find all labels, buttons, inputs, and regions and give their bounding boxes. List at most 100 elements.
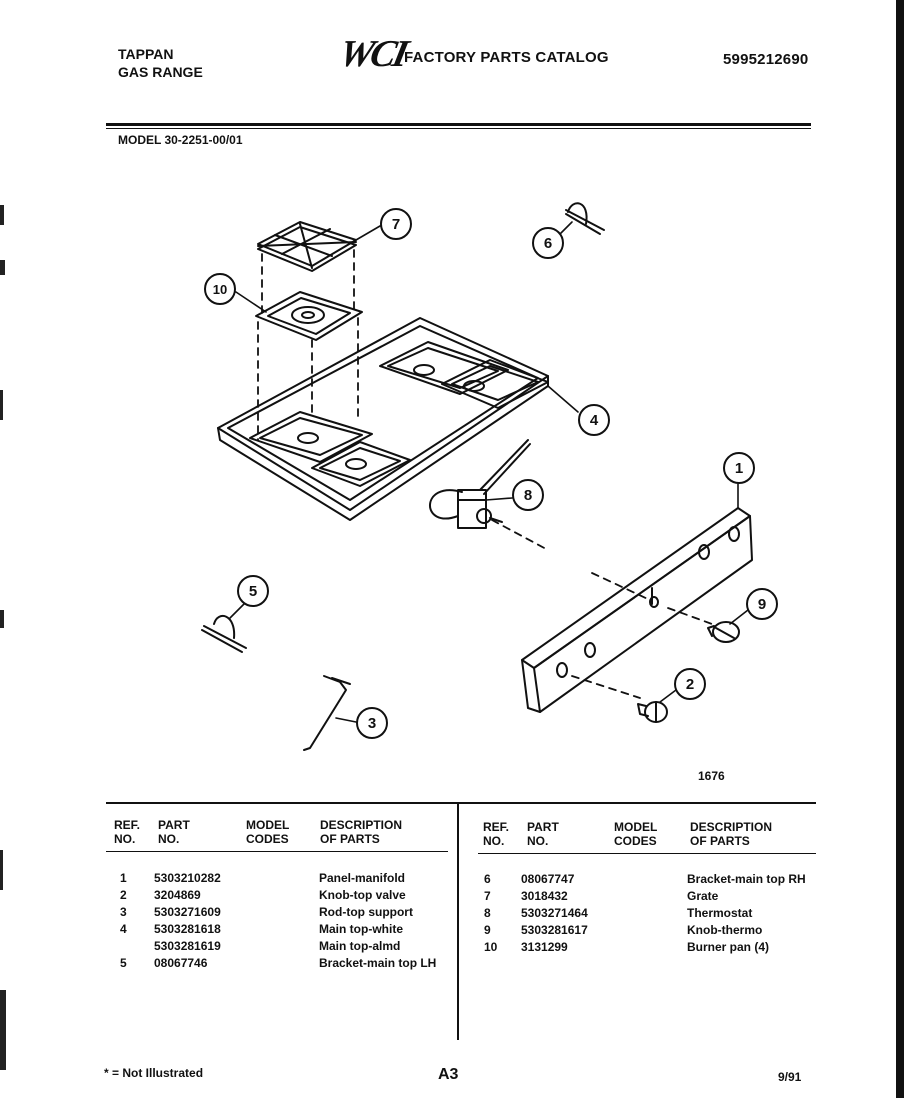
- row-description: Bracket-main top RH: [687, 872, 806, 886]
- header-ref-left: REF. NO.: [114, 818, 140, 846]
- row-part-number: 3131299: [521, 940, 568, 954]
- header-rule-thin: [106, 128, 811, 129]
- figure-number: 1676: [698, 769, 725, 783]
- row-part-number: 5303281619: [154, 939, 221, 953]
- alignment-dashes: [257, 249, 713, 699]
- header-model-line2: CODES: [246, 832, 289, 846]
- row-part-number: 5303281617: [521, 923, 588, 937]
- brand-line-1: TAPPAN: [118, 46, 174, 62]
- callout-5: 5: [237, 575, 269, 607]
- callout-9: 9: [746, 588, 778, 620]
- row-ref: 3: [120, 905, 127, 919]
- thermostat-part: [429, 439, 531, 529]
- bracket-rh-part: [565, 202, 605, 235]
- scan-right-border: [896, 0, 904, 1098]
- table-header-rule-right: [478, 853, 816, 854]
- brand-line-2: GAS RANGE: [118, 64, 203, 80]
- callout-7: 7: [380, 208, 412, 240]
- row-ref: 5: [120, 956, 127, 970]
- row-part-number: 08067746: [154, 956, 208, 970]
- row-part-number: 3204869: [154, 888, 201, 902]
- callout-6: 6: [532, 227, 564, 259]
- rod-top-support-part: [303, 675, 351, 751]
- grate-part: [257, 221, 357, 272]
- callout-label-4: 4: [590, 412, 599, 429]
- callout-label-9: 9: [758, 596, 766, 613]
- row-ref: 10: [484, 940, 498, 954]
- header-desc-line1: DESCRIPTION: [320, 818, 403, 832]
- callout-label-5: 5: [249, 583, 257, 600]
- row-part-number: 08067747: [521, 872, 575, 886]
- header-ref-line2: NO.: [114, 832, 136, 846]
- row-ref: 6: [484, 872, 491, 886]
- row-part-number: 5303271464: [521, 906, 588, 920]
- row-description: Thermostat: [687, 906, 753, 920]
- table-top-rule: [106, 802, 816, 804]
- header-ref-line1: REF.: [114, 818, 141, 832]
- callout-label-8: 8: [524, 487, 532, 504]
- row-description: Rod-top support: [319, 905, 413, 919]
- exploded-parts-diagram: 7 10 6 4 8 1 9 2: [201, 202, 778, 751]
- burner-pan-part: [255, 291, 363, 341]
- header-part-line1: PART: [527, 820, 559, 834]
- callout-leaders: [229, 221, 749, 723]
- callout-label-7: 7: [392, 216, 400, 233]
- main-top-part: [217, 317, 549, 521]
- header-desc-line2: OF PARTS: [320, 832, 380, 846]
- header-part-right: PART NO.: [527, 820, 559, 848]
- knob-thermo-part: [707, 621, 740, 643]
- table-divider: [457, 804, 459, 1040]
- row-ref: 8: [484, 906, 491, 920]
- knob-top-valve-part: [637, 701, 668, 723]
- not-illustrated-note: * = Not Illustrated: [104, 1066, 204, 1080]
- revision-date: 9/91: [778, 1070, 802, 1084]
- header-rule-thick: [106, 123, 811, 126]
- row-ref: 7: [484, 889, 491, 903]
- scan-edge-marks: [0, 205, 6, 1070]
- row-ref: 4: [120, 922, 127, 936]
- header-model-line1: MODEL: [614, 820, 658, 834]
- model-number: MODEL 30-2251-00/01: [118, 133, 243, 147]
- row-description: Main top-almd: [319, 939, 401, 953]
- row-description: Knob-top valve: [319, 888, 406, 902]
- callout-3: 3: [356, 707, 388, 739]
- scan-edge: [0, 0, 8, 1098]
- header-part-line2: NO.: [158, 832, 180, 846]
- catalog-number: 5995212690: [723, 51, 809, 68]
- row-ref: 2: [120, 888, 127, 902]
- header-model-line2: CODES: [614, 834, 657, 848]
- row-description: Grate: [687, 889, 719, 903]
- bracket-lh-part: [201, 614, 247, 653]
- header-model-line1: MODEL: [246, 818, 290, 832]
- row-description: Knob-thermo: [687, 923, 763, 937]
- row-part-number: 5303210282: [154, 871, 221, 885]
- callout-4: 4: [578, 404, 610, 436]
- header-desc-right: DESCRIPTION OF PARTS: [690, 820, 772, 848]
- header-ref-line2: NO.: [483, 834, 505, 848]
- row-ref: 9: [484, 923, 491, 937]
- table-header-rule-left: [106, 851, 448, 852]
- page-number: A3: [438, 1066, 459, 1083]
- row-ref: 1: [120, 871, 127, 885]
- callout-label-6: 6: [544, 235, 552, 252]
- callout-label-2: 2: [686, 676, 694, 693]
- header-ref-right: REF. NO.: [483, 820, 509, 848]
- header-desc-left: DESCRIPTION OF PARTS: [320, 818, 402, 846]
- header-part-left: PART NO.: [158, 818, 190, 846]
- row-description: Main top-white: [319, 922, 403, 936]
- catalog-title: FACTORY PARTS CATALOG: [404, 49, 609, 66]
- header-part-line2: NO.: [527, 834, 549, 848]
- row-description: Panel-manifold: [319, 871, 406, 885]
- callout-8: 8: [512, 479, 544, 511]
- callout-label-1: 1: [735, 460, 743, 477]
- callout-label-10: 10: [213, 282, 227, 297]
- header-part-line1: PART: [158, 818, 190, 832]
- row-part-number: 5303281618: [154, 922, 221, 936]
- header-desc-line2: OF PARTS: [690, 834, 750, 848]
- callout-label-3: 3: [368, 715, 376, 732]
- row-description: Bracket-main top LH: [319, 956, 437, 970]
- row-part-number: 3018432: [521, 889, 568, 903]
- panel-manifold-part: [521, 507, 753, 713]
- header-ref-line1: REF.: [483, 820, 510, 834]
- callout-1: 1: [723, 452, 755, 484]
